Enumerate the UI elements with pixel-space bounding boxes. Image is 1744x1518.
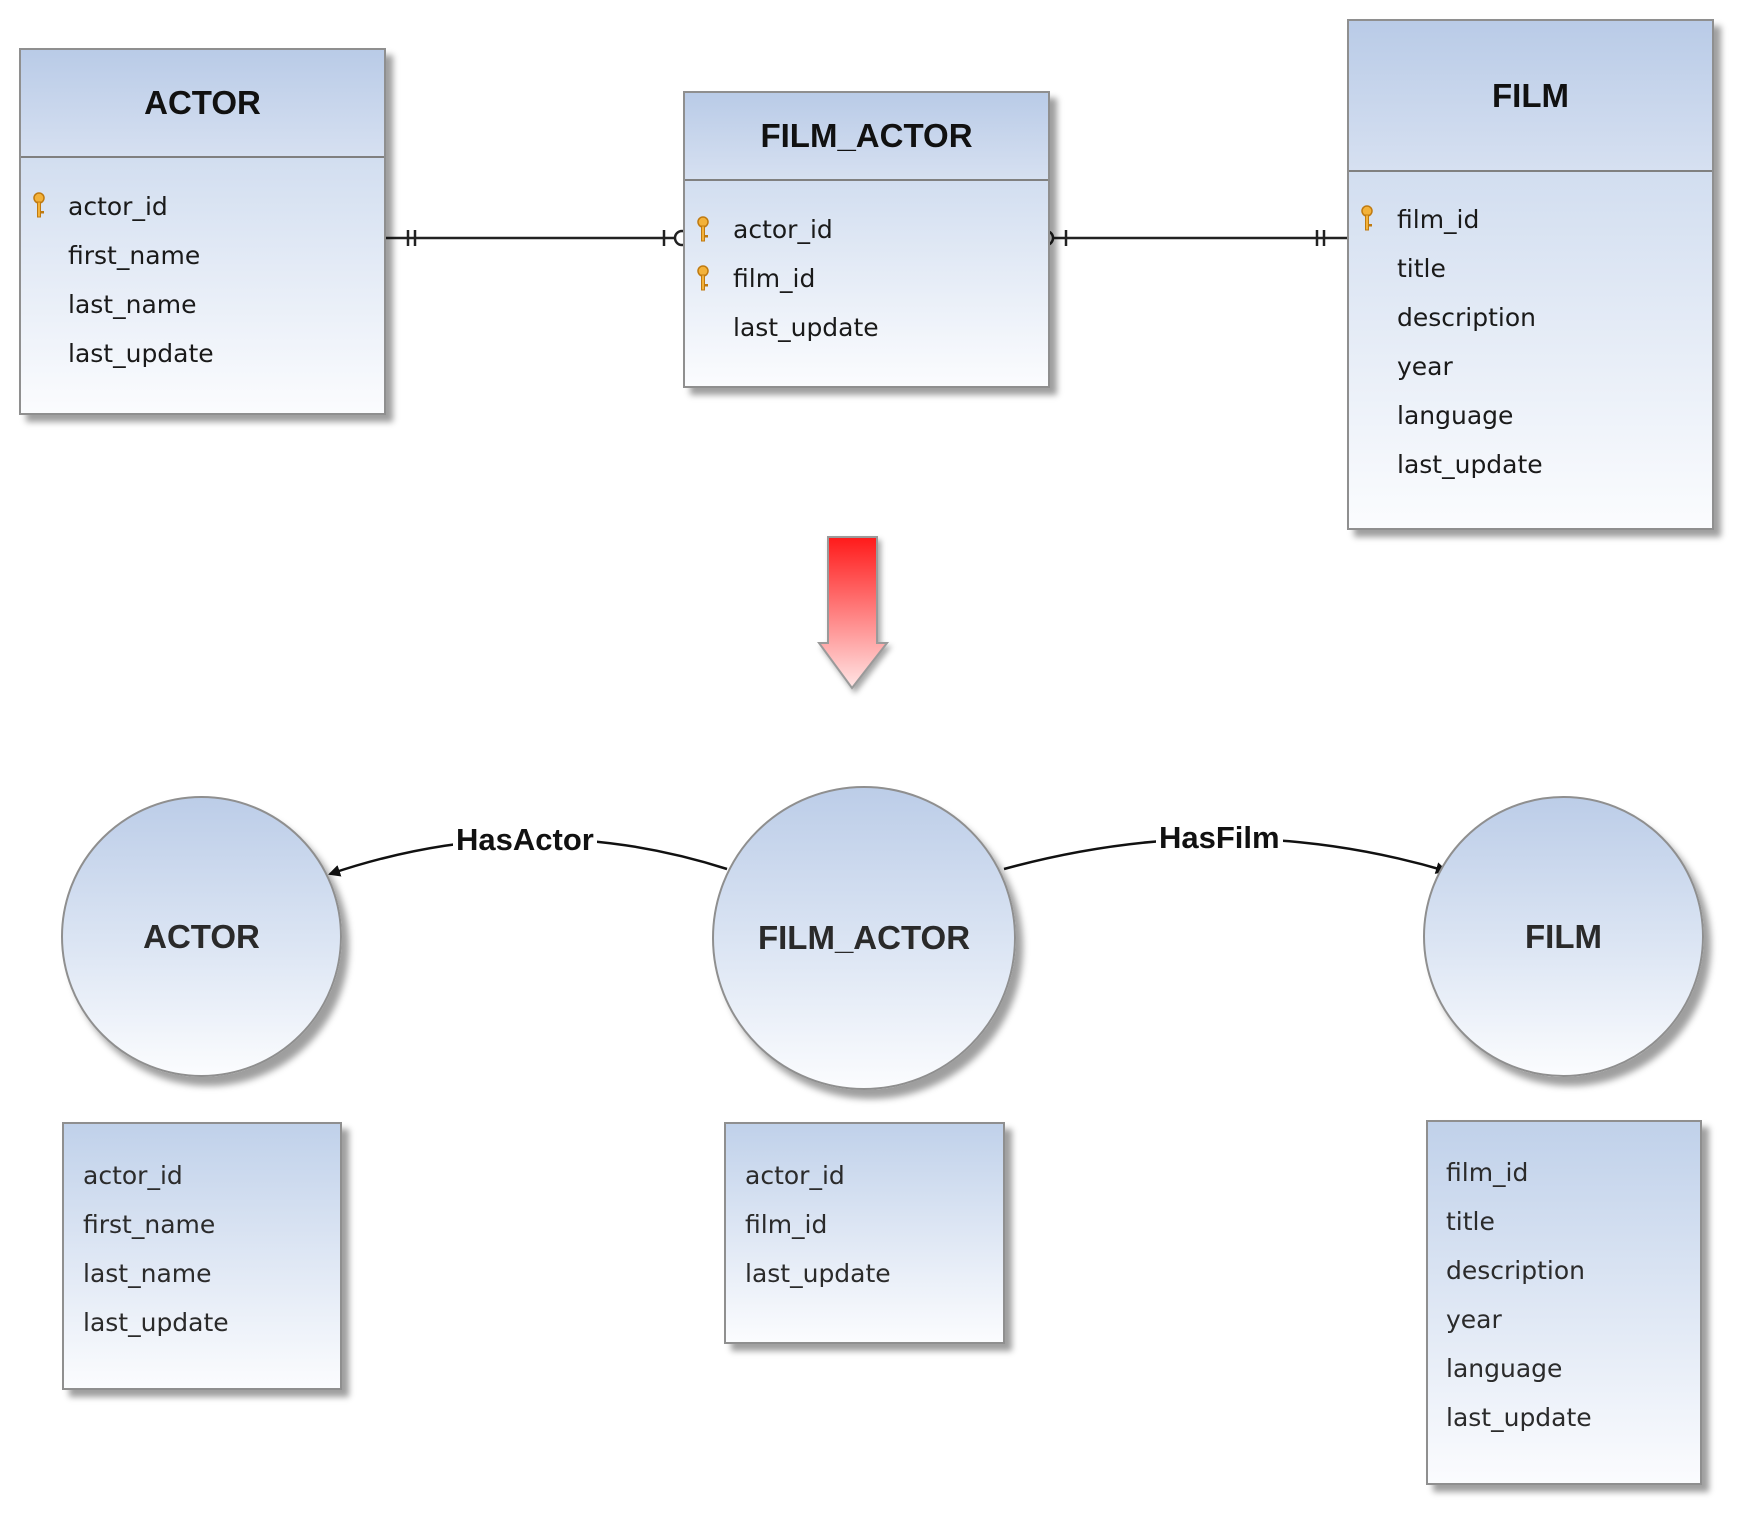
down-arrow-icon [817,536,890,690]
attribute-item: actor_id [83,1161,183,1190]
attribute-item: last_name [83,1259,212,1288]
field-row: last_update [733,313,879,342]
attribute-item: language [1446,1354,1563,1383]
attribute-item: title [1446,1207,1495,1236]
edge-label-has-film: HasFilm [1156,819,1283,857]
attribute-item: last_update [83,1308,229,1337]
entity-film-actor: FILM_ACTOR actor_id film_id last_update [683,91,1050,388]
entity-title: FILM [1349,21,1712,172]
edge-label-has-actor: HasActor [453,821,597,859]
field-row: actor_id [733,215,833,244]
field-row: last_update [1397,450,1543,479]
key-icon [697,265,709,291]
key-icon [1361,205,1373,231]
key-icon [697,216,709,242]
node-actor: ACTOR [61,796,342,1077]
attribute-item: year [1446,1305,1502,1334]
field-row: film_id [733,264,816,293]
entity-title: ACTOR [21,50,384,158]
attribute-item: film_id [745,1210,828,1239]
key-icon [33,192,45,218]
entity-film: FILM film_id title description year lang… [1347,19,1714,530]
attributes-film-actor: actor_id film_id last_update [724,1122,1005,1344]
attribute-item: last_update [1446,1403,1592,1432]
entity-actor: ACTOR actor_id first_name last_name last… [19,48,386,415]
field-row: actor_id [68,192,168,221]
attribute-item: actor_id [745,1161,845,1190]
entity-title: FILM_ACTOR [685,93,1048,181]
attribute-item: description [1446,1256,1586,1285]
node-film-actor: FILM_ACTOR [712,786,1016,1090]
attributes-actor: actor_id first_name last_name last_updat… [62,1122,342,1390]
field-row: last_update [68,339,214,368]
attribute-item: film_id [1446,1158,1529,1187]
field-row: language [1397,401,1514,430]
attribute-item: first_name [83,1210,216,1239]
attributes-film: film_id title description year language … [1426,1120,1702,1485]
node-film: FILM [1423,796,1704,1077]
field-row: title [1397,254,1446,283]
field-row: description [1397,303,1537,332]
field-row: first_name [68,241,201,270]
field-row: year [1397,352,1453,381]
field-row: last_name [68,290,197,319]
field-row: film_id [1397,205,1480,234]
attribute-item: last_update [745,1259,891,1288]
